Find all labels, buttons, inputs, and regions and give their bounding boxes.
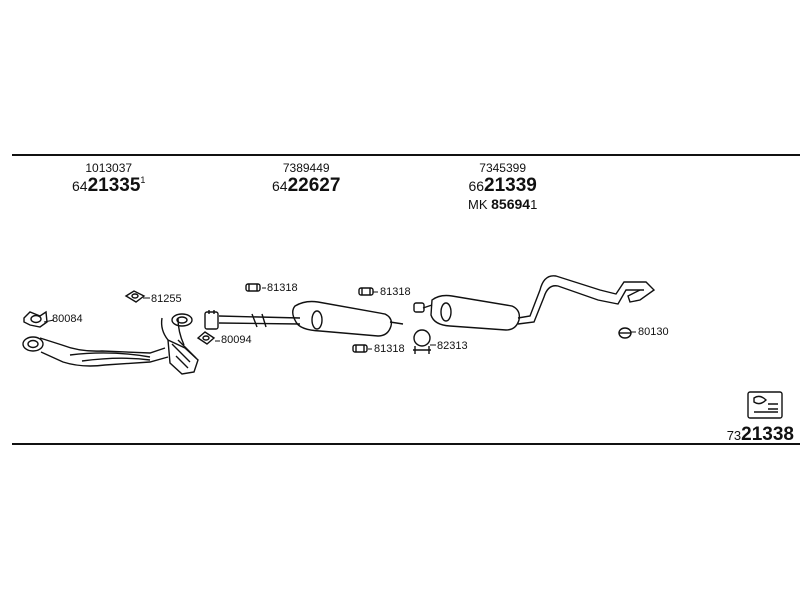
bottom-divider xyxy=(12,443,800,445)
middle-silencer-icon[interactable] xyxy=(218,300,404,337)
part-group-middle-silencer: 7389449 6422627 xyxy=(272,162,340,195)
part-group-rear-silencer: 7345399 6621339 MK 856941 xyxy=(468,162,537,211)
instruction-manual-icon[interactable] xyxy=(747,391,783,419)
part-label: 81318 xyxy=(374,343,405,355)
part-number[interactable]: 64213351 xyxy=(72,175,146,196)
gasket-icon[interactable] xyxy=(196,331,216,345)
rear-silencer-icon[interactable] xyxy=(413,275,656,331)
part-label: 80084 xyxy=(52,313,83,325)
part-label: 81318 xyxy=(267,282,298,294)
clamp-icon[interactable] xyxy=(413,329,431,354)
part-label: 81318 xyxy=(380,286,411,298)
gasket-icon[interactable] xyxy=(124,290,146,303)
hanger-icon[interactable] xyxy=(245,283,261,292)
flange-icon[interactable] xyxy=(204,310,219,330)
hanger-icon[interactable] xyxy=(352,344,368,353)
mounting-kit-number[interactable]: MK 856941 xyxy=(468,196,538,212)
part-number[interactable]: 6422627 xyxy=(272,175,341,196)
oe-number: 1013037 xyxy=(85,161,133,175)
oe-number: 7389449 xyxy=(282,161,330,175)
part-label: 80094 xyxy=(221,334,252,346)
part-label: 82313 xyxy=(437,340,468,352)
hanger-icon[interactable] xyxy=(358,287,374,296)
gasket-icon[interactable] xyxy=(23,310,48,328)
diagram-reference-number: 7321338 xyxy=(726,424,794,445)
part-number[interactable]: 6621339 xyxy=(468,175,537,196)
hanger-icon[interactable] xyxy=(618,327,632,339)
oe-number: 7345399 xyxy=(479,161,526,175)
part-label: 81255 xyxy=(151,293,182,305)
part-group-front-pipe: 1013037 64213351 xyxy=(72,162,145,195)
front-pipe-icon[interactable] xyxy=(22,313,199,375)
top-divider xyxy=(12,154,800,156)
part-label: 80130 xyxy=(638,326,669,338)
